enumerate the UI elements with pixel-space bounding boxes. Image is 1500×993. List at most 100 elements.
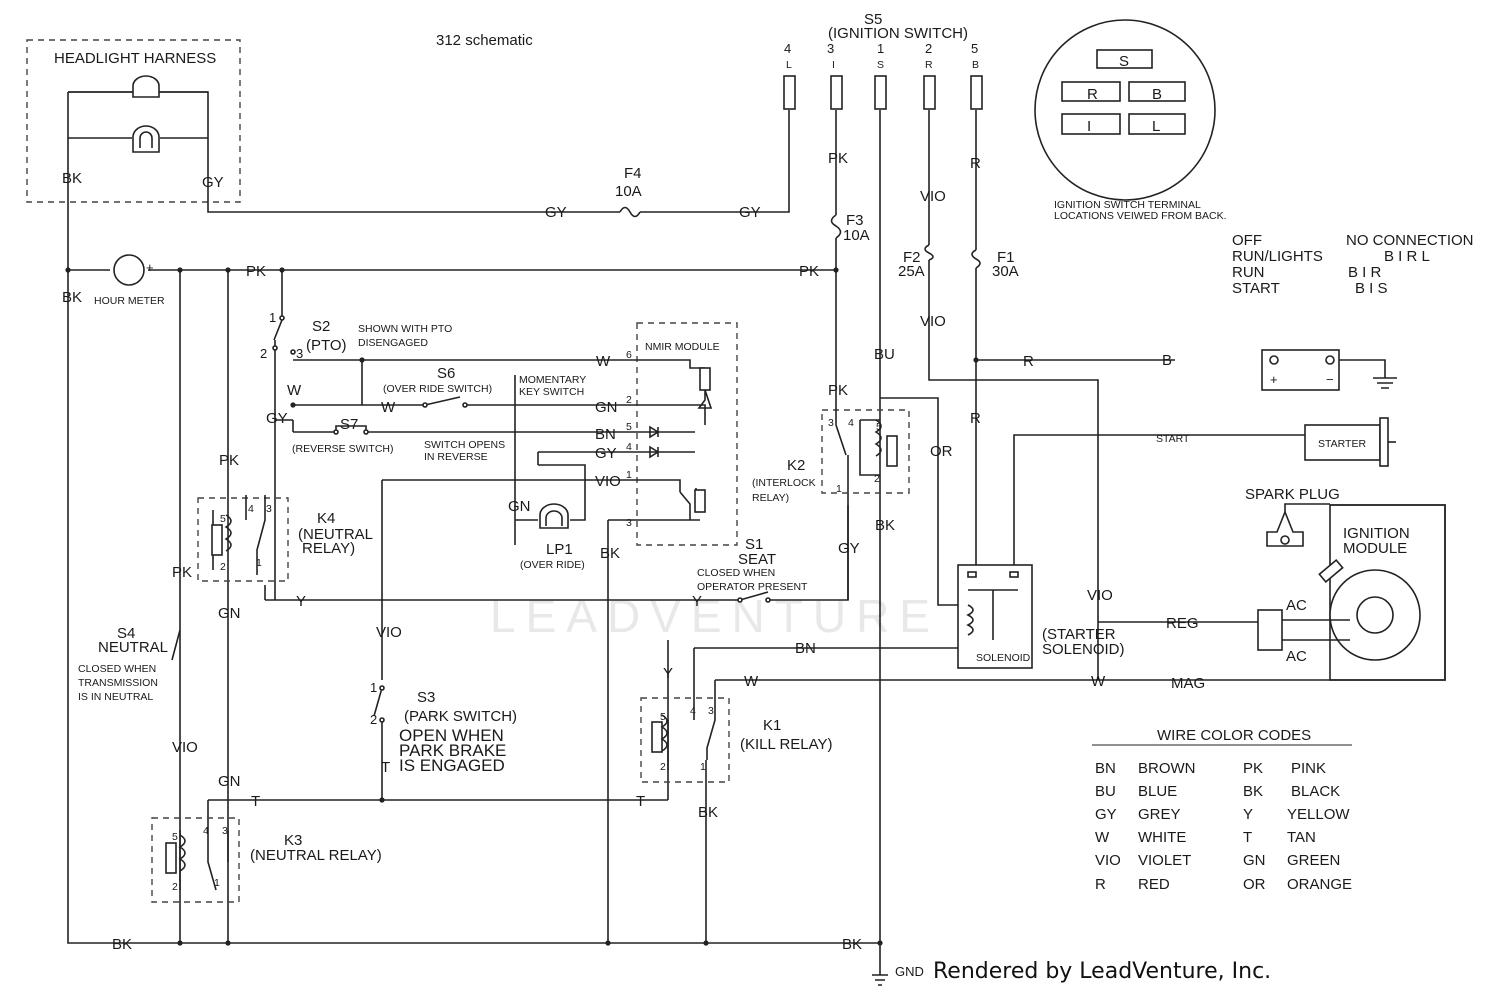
switch-s7-note-1: SWITCH OPENS — [424, 439, 505, 451]
svg-text:2: 2 — [925, 41, 932, 56]
ground-icon — [1373, 377, 1397, 389]
wire-labels: BK BK BK BK BK BK GY GY GY GY GY PK PK P… — [62, 150, 1113, 953]
svg-text:F4: F4 — [624, 165, 642, 182]
wire-label: W — [381, 399, 396, 416]
ignition-switch-face: S R B I L IGNITION SWITCH TERMINAL LOCAT… — [1034, 19, 1227, 222]
face-caption-2: LOCATIONS VEIWED FROM BACK. — [1054, 210, 1227, 222]
wire-label: T — [381, 759, 390, 776]
svg-text:3: 3 — [827, 41, 834, 56]
switch-s3-note-3: IS ENGAGED — [399, 756, 505, 775]
svg-text:OR: OR — [1243, 876, 1266, 893]
svg-text:PINK: PINK — [1291, 760, 1326, 777]
svg-text:3: 3 — [266, 503, 272, 515]
wire-label: GN — [218, 773, 241, 790]
wire-label: VIO — [172, 739, 198, 756]
switch-s3-id: S3 — [417, 689, 435, 706]
relay-k1: 5 4 3 2 1 K1 (KILL RELAY) — [640, 680, 833, 783]
svg-text:VIO: VIO — [1095, 852, 1121, 869]
relay-k4-name-2: RELAY) — [302, 540, 355, 557]
fuse-f2: F2 25A — [898, 244, 934, 280]
start-wire-label: START — [1156, 433, 1190, 445]
starter-solenoid: SOLENOID (STARTER SOLENOID) — [957, 564, 1125, 669]
relay-k2-name-1: (INTERLOCK — [752, 477, 816, 489]
switch-s1-note-2: OPERATOR PRESENT — [697, 581, 808, 593]
wire-label: BK — [842, 936, 862, 953]
relay-k2-id: K2 — [787, 457, 805, 474]
switch-s2-pto: 1 2 3 S2 (PTO) SHOWN WITH PTO DISENGAGED — [260, 310, 452, 361]
wire-label: PK — [246, 263, 266, 280]
switch-s6-name: (OVER RIDE SWITCH) — [383, 383, 492, 395]
wire-label: GY — [838, 540, 860, 557]
svg-text:4: 4 — [203, 825, 209, 837]
wire-label: W — [287, 382, 302, 399]
relay-k4-name-1: (NEUTRAL — [298, 526, 373, 543]
svg-text:1: 1 — [836, 483, 842, 495]
wire-label: BK — [698, 804, 718, 821]
svg-text:10A: 10A — [843, 227, 870, 244]
wire-label: T — [251, 793, 260, 810]
wire-label: GN — [218, 605, 241, 622]
switch-s4-name: NEUTRAL — [98, 639, 168, 656]
svg-text:TAN: TAN — [1287, 829, 1316, 846]
ignition-pin-1: 1 S — [874, 41, 887, 110]
wire-label: T — [636, 793, 645, 810]
position-run-conn: B I R — [1348, 264, 1382, 281]
ignition-module: IGNITION MODULE AC AC — [1257, 504, 1446, 681]
wire-label: GY — [266, 410, 288, 427]
wire-label: GN — [595, 399, 618, 416]
svg-text:5: 5 — [220, 513, 226, 525]
fuse-f3: F3 10A — [830, 212, 870, 244]
relay-k4-id: K4 — [317, 510, 335, 527]
headlight-harness-title: HEADLIGHT HARNESS — [54, 50, 216, 67]
svg-text:2: 2 — [660, 761, 666, 773]
chassis-ground: GND — [872, 964, 924, 986]
switch-s3-park: 1 2 S3 (PARK SWITCH) OPEN WHEN PARK BRAK… — [370, 680, 517, 775]
headlight-bk-label: BK — [62, 170, 82, 187]
wire-label: VIO — [376, 624, 402, 641]
face-caption-1: IGNITION SWITCH TERMINAL — [1054, 199, 1201, 211]
svg-text:GY: GY — [1095, 806, 1117, 823]
svg-text:PK: PK — [1243, 760, 1263, 777]
switch-s2-name: (PTO) — [306, 337, 347, 354]
svg-text:4: 4 — [690, 705, 696, 717]
svg-text:4: 4 — [626, 441, 632, 453]
svg-text:3: 3 — [626, 517, 632, 529]
legend-title: WIRE COLOR CODES — [1157, 727, 1311, 744]
headlight-bulb-bottom-icon — [132, 125, 160, 153]
relay-k3-id: K3 — [284, 832, 302, 849]
svg-text:W: W — [1095, 829, 1110, 846]
ignition-module-name-1: IGNITION — [1343, 525, 1410, 542]
switch-s7-note-2: IN REVERSE — [424, 451, 488, 463]
switch-s2-id: S2 — [312, 318, 330, 335]
switch-s3-note-2: PARK BRAKE — [399, 741, 506, 760]
solenoid-name-2: SOLENOID) — [1042, 641, 1125, 658]
svg-text:1: 1 — [626, 469, 632, 481]
relay-k2-name-2: RELAY) — [752, 492, 789, 504]
battery: + − — [1261, 349, 1397, 391]
wire-label: OR — [930, 443, 953, 460]
svg-text:R: R — [1095, 876, 1106, 893]
svg-text:2: 2 — [260, 346, 267, 361]
nmir-module: NMIR MODULE 6 2 5 4 1 3 — [622, 322, 738, 546]
wire-label: BK — [62, 289, 82, 306]
spark-plug: SPARK PLUG — [1245, 486, 1340, 547]
svg-text:GN: GN — [1243, 852, 1266, 869]
svg-text:BK: BK — [1243, 783, 1263, 800]
svg-text:10A: 10A — [615, 183, 642, 200]
headlight-harness: HEADLIGHT HARNESS BK GY — [26, 39, 241, 203]
svg-text:Y: Y — [1243, 806, 1253, 823]
diagram-title: 312 schematic — [436, 32, 533, 49]
relay-k4: 5 4 3 2 1 K4 (NEUTRAL RELAY) — [197, 495, 373, 582]
face-terminal-r: R — [1087, 86, 1098, 103]
ignition-pin-5: 5 B — [970, 41, 983, 110]
svg-text:S: S — [877, 59, 884, 71]
svg-text:BU: BU — [1095, 783, 1116, 800]
wire-label: PK — [219, 452, 239, 469]
wire-label: BU — [874, 346, 895, 363]
ignition-pin-2: 2 R — [923, 41, 936, 110]
momentary-label-1: MOMENTARY — [519, 374, 586, 386]
wire-label: R — [970, 410, 981, 427]
